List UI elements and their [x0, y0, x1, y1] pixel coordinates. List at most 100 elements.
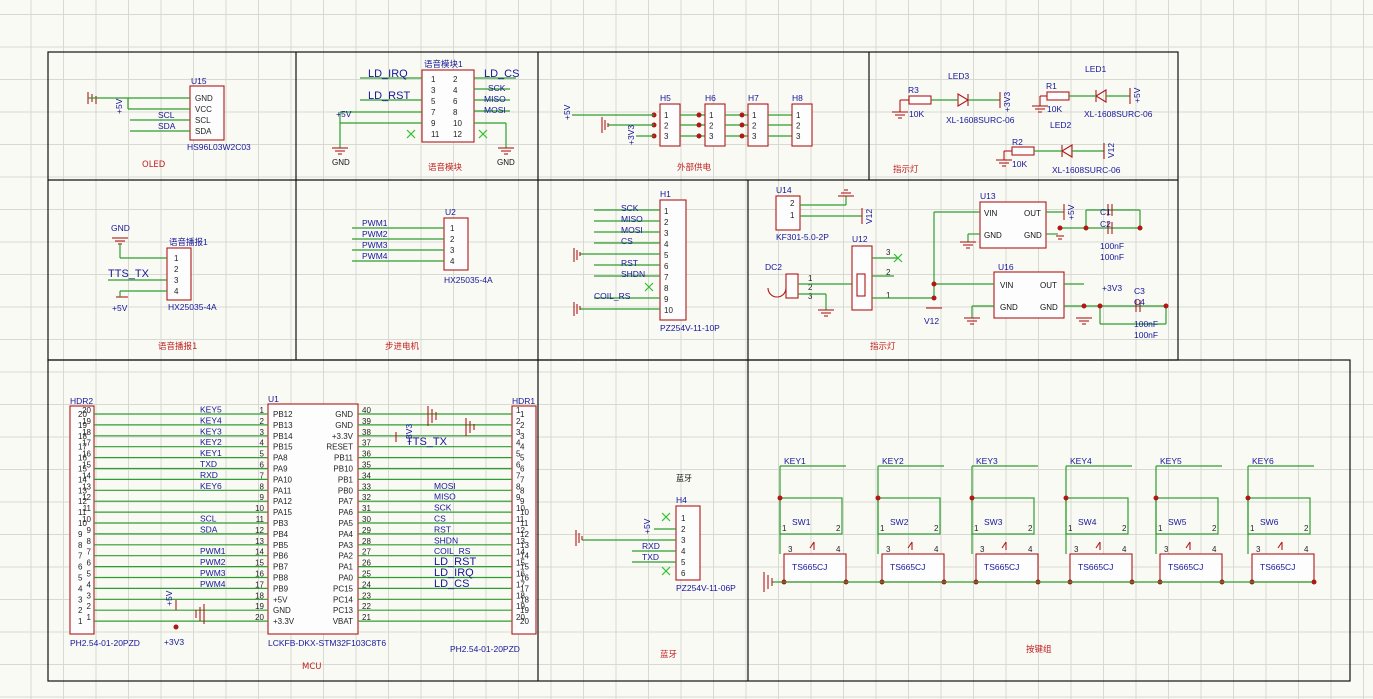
switch-body: [1247, 497, 1311, 535]
mcu-left-pin-no: 4: [260, 439, 265, 448]
ts665-switch: [1069, 553, 1133, 583]
hdr2-pin-no-inner: 6: [78, 563, 83, 572]
stepper-net-pwm2: PWM2: [362, 229, 388, 239]
mcu-right-pin-label: GND: [335, 421, 353, 430]
h1-net-mosi: MOSI: [621, 225, 643, 235]
mcu-left-pin-no: 8: [260, 482, 265, 491]
switch-ref: SW4: [1078, 517, 1097, 527]
switch-u12: [851, 245, 873, 311]
hdr2-pin-no-inner: 10: [78, 519, 87, 528]
led3-net-3v3: +3V3: [1002, 92, 1012, 112]
mcu-right-pin-no: 38: [362, 428, 371, 437]
voice-pin-3: 3: [431, 86, 436, 95]
header-pin: 2: [709, 122, 714, 131]
hdr1-pin-no-inner: 12: [520, 530, 529, 539]
h1-part: PZ254V-11-10P: [660, 323, 720, 333]
hdr1-pin-no: 4: [516, 439, 521, 448]
mcu-right-pin-no: 35: [362, 461, 371, 470]
mcu-left-pin-label: PB4: [273, 530, 289, 539]
voice-pin-10: 10: [453, 119, 462, 128]
power-net-5v: +5V: [562, 104, 572, 120]
svg-text:2: 2: [450, 235, 455, 244]
u14-ref: U14: [776, 185, 792, 195]
voice-pin-12: 12: [453, 130, 462, 139]
hdr2-part: PH2.54-01-20PZD: [70, 638, 140, 648]
switch-part: TS665CJ: [1260, 562, 1295, 572]
oled-pin-vcc: VCC: [195, 105, 212, 114]
hdr1-pin-no-inner: 13: [520, 541, 529, 550]
resistor-r2: [1011, 146, 1035, 156]
h1-net-sck: SCK: [621, 203, 639, 213]
mcu-right-pin-no: 34: [362, 471, 371, 480]
mcu-left-pin-no: 1: [260, 406, 265, 415]
oled-part: HS96L03W2C03: [187, 142, 251, 152]
oled-module-u15: [189, 85, 225, 141]
svg-text:4: 4: [1304, 545, 1309, 554]
hdr1-pin-no: 5: [516, 450, 521, 459]
hdr1-pin-no-inner: 20: [520, 617, 529, 626]
junction-dot: [875, 495, 881, 501]
hdr1-pin-no: 9: [516, 493, 521, 502]
stepper-connector: [443, 217, 469, 271]
svg-text:5: 5: [681, 558, 686, 567]
voice-ref: 语音模块1: [424, 59, 463, 69]
ts665-switch: [881, 553, 945, 583]
svg-text:4: 4: [450, 257, 455, 266]
bt-label: 蓝牙: [676, 473, 692, 483]
mcu-left-pin-label: PB8: [273, 574, 289, 583]
h1-pin: 2: [664, 218, 669, 227]
mcu-right-pin-no: 40: [362, 406, 371, 415]
switch-actuator: [1001, 541, 1007, 550]
hdr1-pin-no: 20: [516, 613, 525, 622]
hdr2-pin-no: 3: [87, 591, 92, 600]
voicebc-pin3: 3: [174, 276, 179, 285]
junction-dot: [1245, 495, 1251, 501]
voicebc-ref: 语音播报1: [169, 237, 208, 247]
hdr2-pin-no-inner: 2: [78, 606, 83, 615]
mcu-left-pin-label: PB3: [273, 519, 289, 528]
terminal-u14: [775, 195, 801, 231]
led2-part: XL-1608SURC-06: [1052, 165, 1121, 175]
hdr2-pin-no-inner: 18: [78, 432, 87, 441]
switch-body: [971, 497, 1035, 535]
u13-ref: U13: [980, 191, 996, 201]
mcu-right-pin-label: PA7: [338, 497, 353, 506]
mcu-right-pin-no: 29: [362, 526, 371, 535]
hdr2-pin-no-inner: 19: [78, 421, 87, 430]
c3-ref: C3: [1134, 286, 1145, 296]
header-pin: 1: [709, 111, 714, 120]
voicebc-net-5v: +5V: [112, 303, 128, 313]
mcu-u1: [267, 403, 359, 635]
svg-text:3: 3: [788, 545, 793, 554]
mcu-net-3v3-left: +3V3: [164, 637, 184, 647]
hdr1-pin-no-inner: 10: [520, 508, 529, 517]
hdr1-pin-no-inner: 16: [520, 574, 529, 583]
u14-net-v12: V12: [864, 209, 874, 224]
h1-pin: 3: [664, 229, 669, 238]
svg-text:2: 2: [886, 268, 891, 277]
bt-ref: H4: [676, 495, 687, 505]
header-h8: [791, 103, 813, 147]
mcu-right-pin-no: 21: [362, 613, 371, 622]
switch-part: TS665CJ: [1078, 562, 1113, 572]
hdr1-pin-no-inner: 8: [520, 486, 525, 495]
c4-ref: C4: [1134, 297, 1145, 307]
oled-pin-gnd: GND: [195, 94, 213, 103]
header-ref-h6: H6: [705, 93, 716, 103]
svg-text:4: 4: [1028, 545, 1033, 554]
dc2-ref: DC2: [765, 262, 782, 272]
hdr2-pin-no: 19: [82, 417, 91, 426]
key-net-label: KEY1: [784, 456, 806, 466]
svg-text:4: 4: [836, 545, 841, 554]
switch-actuator: [1185, 541, 1191, 550]
mcu-left-pin-no: 13: [255, 537, 264, 546]
svg-text:2: 2: [1028, 524, 1033, 533]
header-pin: 2: [752, 122, 757, 131]
hdr2-pin-no-inner: 13: [78, 486, 87, 495]
stepper-net-pwm4: PWM4: [362, 251, 388, 261]
r1-ref: R1: [1046, 81, 1057, 91]
voice-pin-6: 6: [453, 97, 458, 106]
